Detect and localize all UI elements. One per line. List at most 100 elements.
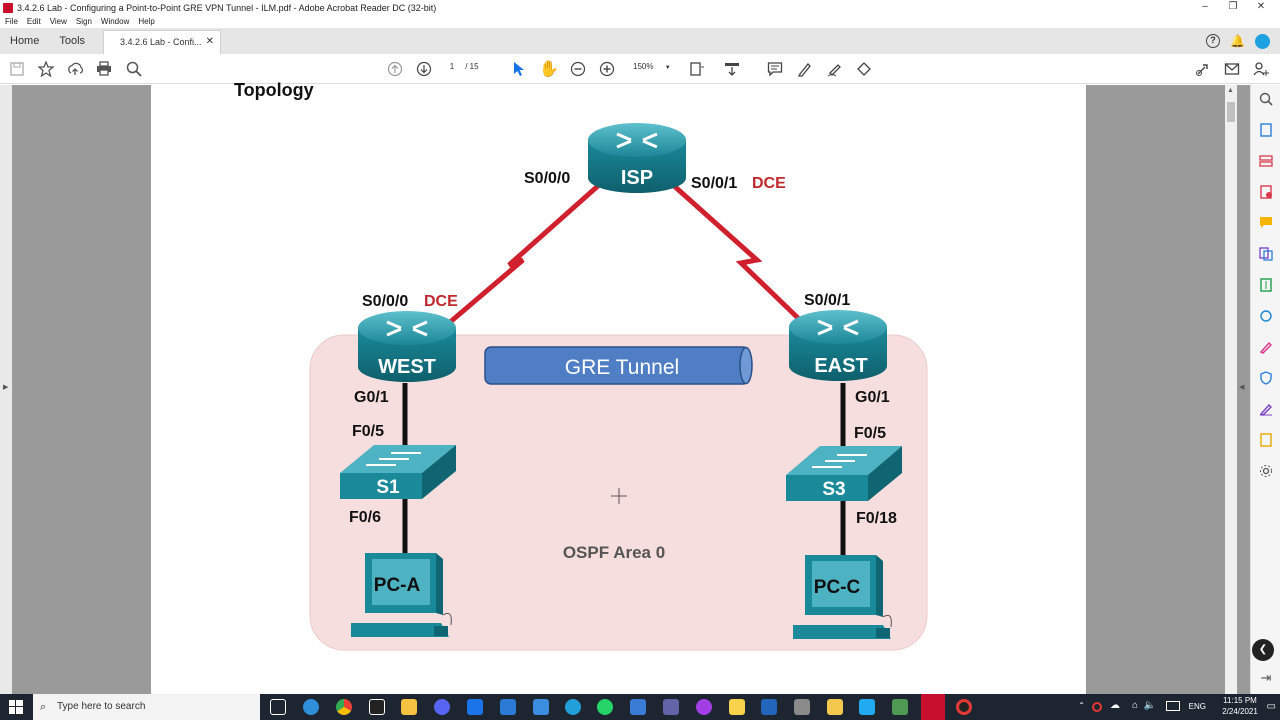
windows-start-icon[interactable] bbox=[9, 700, 23, 719]
protect-shield-icon[interactable] bbox=[1258, 371, 1274, 387]
account-avatar[interactable] bbox=[1255, 33, 1270, 49]
find-icon[interactable] bbox=[125, 60, 143, 78]
zoom-in-icon[interactable] bbox=[598, 60, 616, 78]
page-fit-icon[interactable] bbox=[688, 60, 706, 78]
edit-pdf-icon[interactable] bbox=[1258, 402, 1274, 418]
paint-icon[interactable] bbox=[827, 699, 843, 715]
vscode-icon[interactable] bbox=[859, 699, 875, 715]
bookmark-star-icon[interactable] bbox=[37, 60, 55, 78]
menu-window[interactable]: Window bbox=[100, 17, 130, 26]
menu-view[interactable]: View bbox=[49, 17, 67, 26]
search-icon[interactable] bbox=[1258, 92, 1274, 108]
router-east: EAST bbox=[789, 310, 887, 381]
photos-icon[interactable] bbox=[500, 699, 516, 715]
menu-help[interactable]: Help bbox=[138, 17, 155, 26]
tab-document[interactable]: 3.4.2.6 Lab - Confi... ✕ bbox=[103, 30, 221, 54]
scroll-mode-icon[interactable] bbox=[723, 60, 741, 78]
share-link-icon[interactable] bbox=[1194, 60, 1212, 78]
collapse-right-panel-icon[interactable]: ◀ bbox=[1239, 384, 1245, 391]
keyboard-icon[interactable] bbox=[1166, 701, 1180, 711]
whatsapp-icon[interactable] bbox=[597, 699, 613, 715]
expand-left-panel-icon[interactable]: ▶ bbox=[3, 384, 9, 391]
sticky-notes-icon[interactable] bbox=[729, 699, 745, 715]
expand-icon[interactable]: ❮ bbox=[1252, 639, 1274, 661]
maximize-button[interactable]: ❐ bbox=[1228, 1, 1238, 12]
telegram-icon[interactable] bbox=[565, 699, 581, 715]
tray-record-icon[interactable] bbox=[1092, 702, 1102, 712]
compress-icon[interactable] bbox=[1258, 278, 1274, 294]
acrobat-taskbar-icon[interactable] bbox=[921, 694, 945, 720]
phone-icon[interactable] bbox=[630, 699, 646, 715]
fill-sign-icon[interactable] bbox=[855, 60, 873, 78]
language-indicator[interactable]: ENG bbox=[1188, 702, 1206, 711]
minimize-button[interactable]: – bbox=[1202, 1, 1208, 12]
switch-s1: S1 bbox=[340, 445, 456, 499]
create-pdf-icon[interactable] bbox=[1258, 185, 1274, 201]
highlight-pen-icon[interactable] bbox=[796, 60, 814, 78]
menu-sign[interactable]: Sign bbox=[75, 17, 92, 26]
notifications-icon[interactable]: 🔔 bbox=[1230, 34, 1245, 48]
west-g01-label: G0/1 bbox=[354, 389, 389, 406]
taskbar: ⌕ Type here to search ⌃ ☁ ⌂ 🔈 ENG 11:15 … bbox=[0, 694, 1280, 720]
vertical-scrollbar[interactable]: ▲ bbox=[1225, 85, 1237, 694]
select-cursor-icon[interactable] bbox=[510, 60, 528, 78]
menu-file[interactable]: File bbox=[5, 17, 18, 26]
zoom-value: 150% bbox=[633, 62, 654, 71]
zoom-out-icon[interactable] bbox=[569, 60, 587, 78]
document-viewer[interactable]: ▶ Topology bbox=[0, 80, 1250, 694]
draw-icon[interactable] bbox=[826, 60, 844, 78]
scrollbar-thumb[interactable] bbox=[1227, 102, 1235, 122]
recorder-icon[interactable] bbox=[956, 699, 972, 715]
tray-cloud-icon[interactable]: ☁ bbox=[1110, 700, 1120, 711]
send-for-signature-icon[interactable] bbox=[1258, 433, 1274, 449]
teams-icon[interactable] bbox=[663, 699, 679, 715]
left-nav-rail[interactable]: ▶ bbox=[0, 85, 12, 694]
discord-icon[interactable] bbox=[434, 699, 450, 715]
save-icon[interactable] bbox=[8, 60, 26, 78]
clock-time[interactable]: 11:15 PM bbox=[1223, 696, 1257, 705]
next-page-icon[interactable] bbox=[415, 60, 433, 78]
upload-cloud-icon[interactable] bbox=[66, 60, 84, 78]
media-player-icon[interactable] bbox=[794, 699, 810, 715]
combine-files-icon[interactable] bbox=[1258, 247, 1274, 263]
close-button[interactable]: ✕ bbox=[1256, 1, 1266, 12]
clock-date[interactable]: 2/24/2021 bbox=[1222, 707, 1258, 716]
zoom-select[interactable]: 150% ▼ bbox=[625, 62, 671, 71]
scroll-up-icon[interactable]: ▲ bbox=[1227, 87, 1234, 94]
page-input[interactable]: 1 bbox=[449, 62, 455, 71]
tray-network-icon[interactable]: ⌂ bbox=[1131, 700, 1138, 711]
help-icon[interactable]: ? bbox=[1206, 34, 1221, 48]
comment-tool-icon[interactable] bbox=[1258, 216, 1274, 232]
terminal-icon[interactable] bbox=[369, 699, 385, 715]
packet-tracer-icon[interactable] bbox=[892, 699, 908, 715]
chrome-icon[interactable] bbox=[336, 699, 352, 715]
collapse-pane-icon[interactable]: ⇥ bbox=[1260, 670, 1272, 685]
export-pdf-icon[interactable] bbox=[1258, 123, 1274, 139]
organize-pages-icon[interactable] bbox=[1258, 154, 1274, 170]
more-tools-icon[interactable] bbox=[1258, 464, 1274, 480]
add-user-icon[interactable] bbox=[1252, 60, 1270, 78]
volume-icon[interactable]: 🔈 bbox=[1143, 700, 1156, 711]
scan-ocr-icon[interactable] bbox=[1258, 309, 1274, 325]
tray-chevron-icon[interactable]: ⌃ bbox=[1078, 701, 1085, 710]
word-icon[interactable] bbox=[761, 699, 777, 715]
edge-icon[interactable] bbox=[303, 699, 319, 715]
calculator-icon[interactable] bbox=[533, 699, 549, 715]
notification-center-icon[interactable]: ▭ bbox=[1266, 701, 1276, 712]
print-icon[interactable] bbox=[95, 60, 113, 78]
fill-sign-tool-icon[interactable] bbox=[1258, 340, 1274, 356]
close-tab-icon[interactable]: ✕ bbox=[205, 36, 214, 47]
taskbar-search-box[interactable]: ⌕ Type here to search bbox=[33, 694, 260, 720]
task-view-icon[interactable] bbox=[270, 699, 286, 715]
tab-tools[interactable]: Tools bbox=[59, 35, 86, 47]
comment-icon[interactable] bbox=[766, 60, 784, 78]
email-icon[interactable] bbox=[1223, 60, 1241, 78]
previous-page-icon[interactable] bbox=[386, 60, 404, 78]
menu-edit[interactable]: Edit bbox=[26, 17, 41, 26]
file-explorer-icon[interactable] bbox=[401, 699, 417, 715]
hand-tool-icon[interactable]: ✋ bbox=[539, 61, 559, 78]
gre-tunnel-label: GRE Tunnel bbox=[565, 356, 679, 379]
tab-home[interactable]: Home bbox=[10, 35, 40, 47]
mail-icon[interactable] bbox=[467, 699, 483, 715]
messenger-icon[interactable] bbox=[696, 699, 712, 715]
